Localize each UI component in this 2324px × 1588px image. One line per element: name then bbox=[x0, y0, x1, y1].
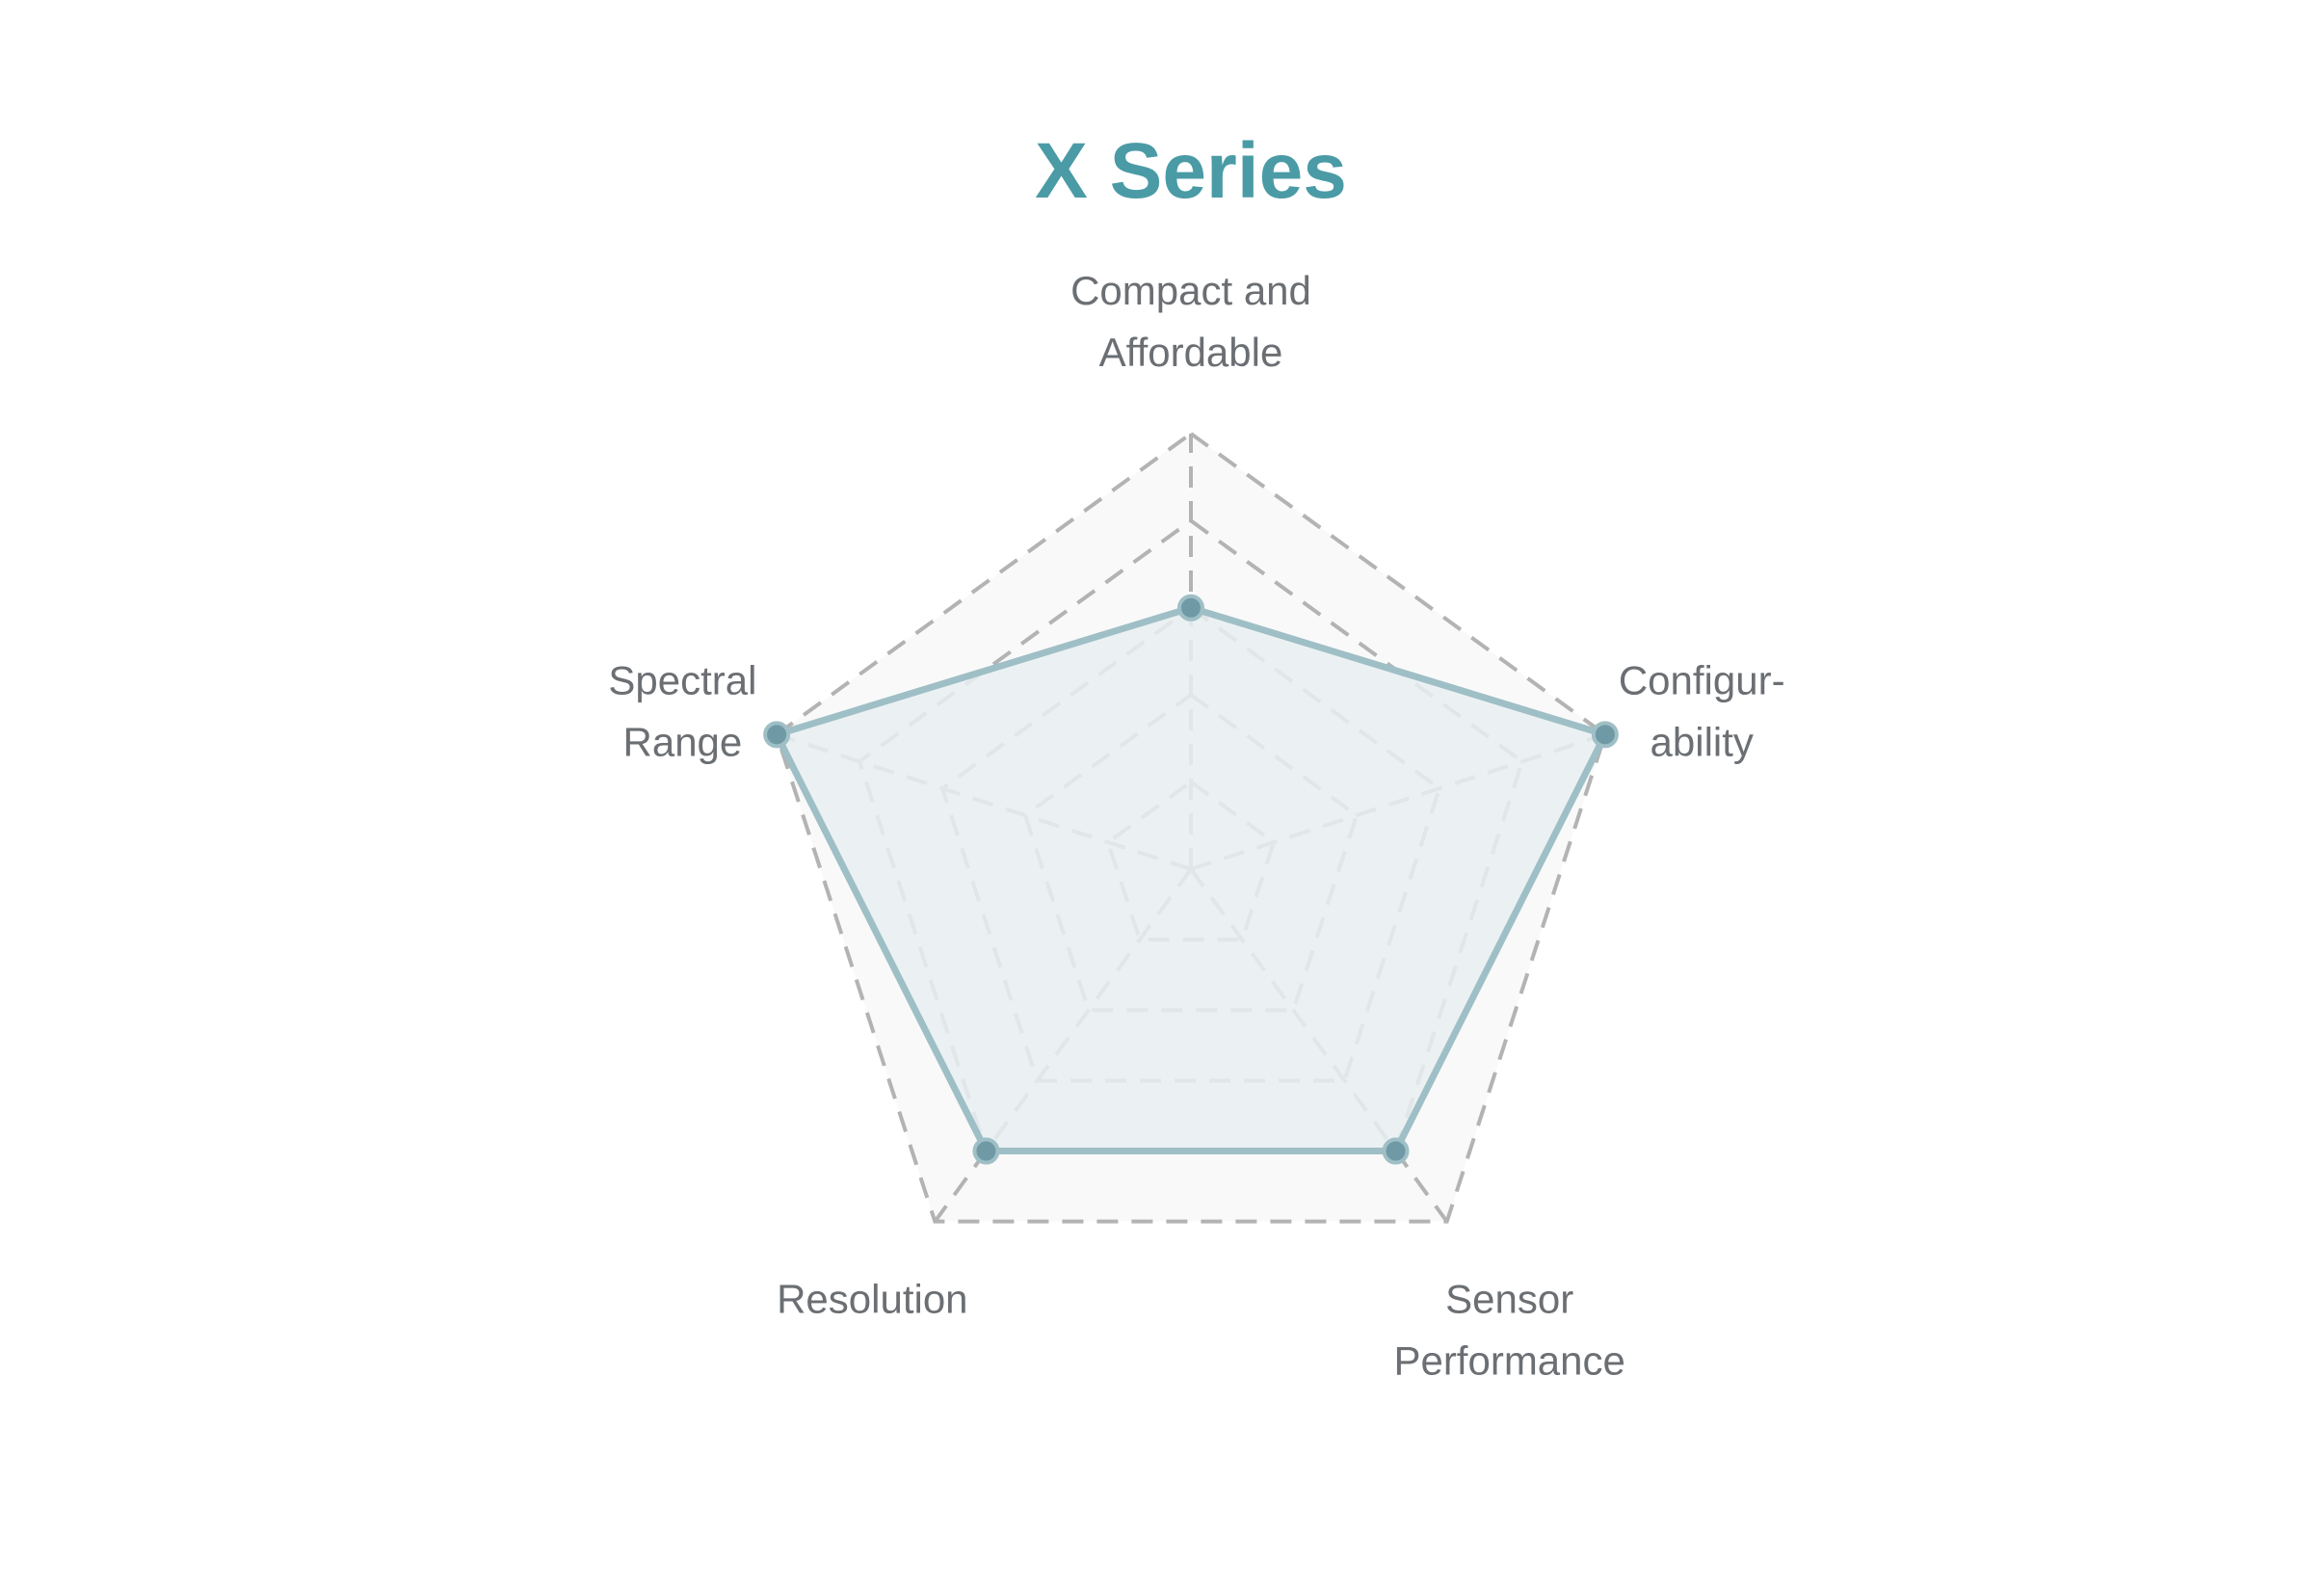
axis-label-2: Configur-ability bbox=[1619, 657, 1785, 764]
data-point-2 bbox=[1591, 721, 1619, 749]
axis-label-line: Configur- bbox=[1619, 657, 1785, 702]
data-point-3 bbox=[1382, 1137, 1410, 1165]
grid-ring-5 bbox=[774, 431, 1608, 1224]
axis-label-4: Resolution bbox=[777, 1277, 967, 1322]
data-point-4 bbox=[972, 1137, 1000, 1165]
data-point-5 bbox=[763, 721, 791, 749]
axis-label-line: Performance bbox=[1393, 1338, 1624, 1384]
chart-title: X Series bbox=[1035, 127, 1347, 215]
axis-label-line: Compact and bbox=[1070, 268, 1311, 313]
axis-label-line: Sensor bbox=[1445, 1277, 1573, 1322]
axis-label-line: ability bbox=[1651, 719, 1754, 764]
axis-label-line: Spectral bbox=[608, 657, 756, 702]
radar-series bbox=[763, 594, 1619, 1165]
axis-label-line: Affordable bbox=[1099, 330, 1283, 375]
axis-label-line: Resolution bbox=[777, 1277, 967, 1322]
axis-label-line: Range bbox=[623, 719, 743, 764]
series-area-1 bbox=[773, 604, 1609, 1155]
data-point-1 bbox=[1177, 594, 1204, 622]
